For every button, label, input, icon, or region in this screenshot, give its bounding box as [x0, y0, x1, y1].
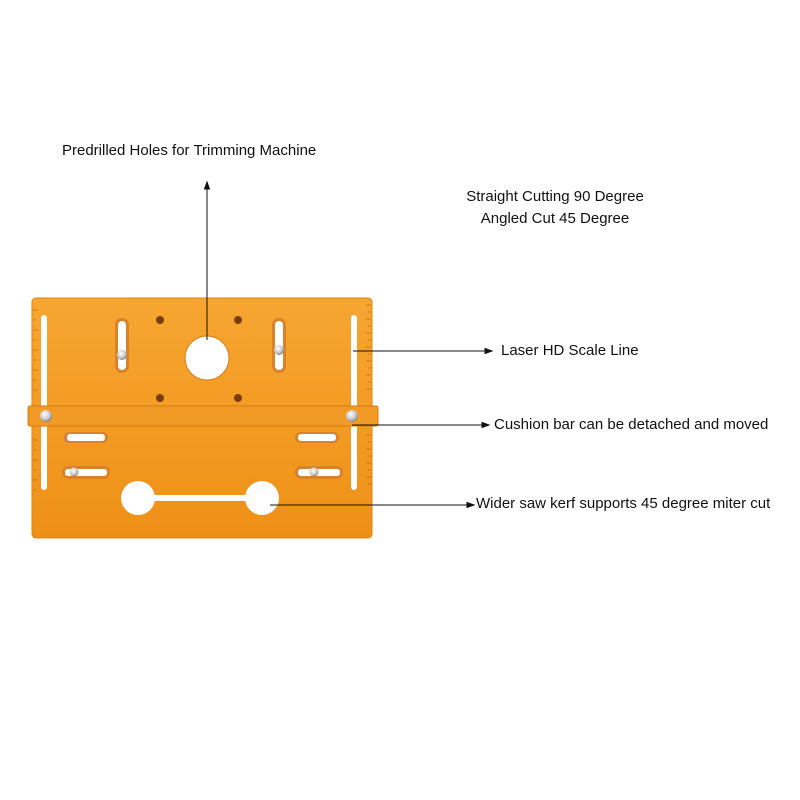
cushion-bar-left-knob [40, 410, 52, 422]
upper-left-knob [117, 350, 127, 360]
router-bit-hole [184, 335, 230, 381]
laser-scale-label: Laser HD Scale Line [501, 342, 639, 359]
left-scale [33, 309, 38, 491]
predrilled-holes-label: Predrilled Holes for Trimming Machine [62, 142, 317, 159]
upper-right-knob [274, 345, 284, 355]
right-guide-slot [351, 315, 357, 490]
saw-kerf-label: Wider saw kerf supports 45 degree miter … [476, 495, 771, 512]
predrilled-hole [156, 316, 164, 324]
left-guide-slot [41, 315, 47, 490]
angled-cut-label: Angled Cut 45 Degree [480, 210, 630, 227]
predrilled-hole [156, 394, 164, 402]
predrilled-hole [234, 394, 242, 402]
saw-kerf-left-hole [121, 481, 155, 515]
cushion-bar-label: Cushion bar can be detached and moved [494, 416, 769, 433]
straight-cutting-label: Straight Cutting 90 Degree [466, 188, 644, 205]
cushion-bar [27, 405, 379, 427]
predrilled-hole [234, 316, 242, 324]
saw-kerf-right-hole [245, 481, 279, 515]
cushion-bar-right-knob [346, 410, 358, 422]
saw-kerf-slot [140, 495, 260, 501]
right-scale [366, 304, 371, 485]
